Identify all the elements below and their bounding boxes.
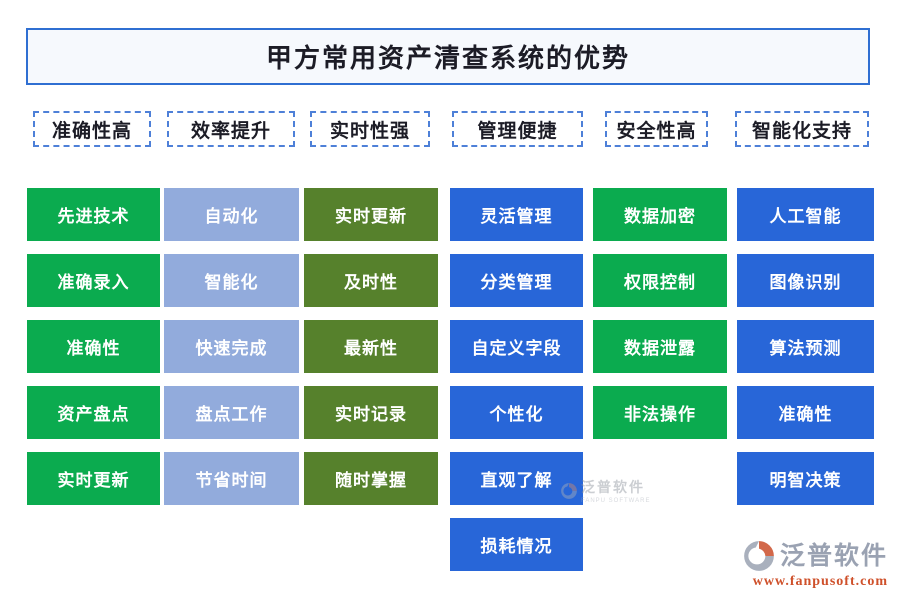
footer-brand-name: 泛普软件 <box>779 542 888 570</box>
category-header-accuracy: 准确性高 <box>33 111 151 147</box>
advantage-box: 及时性 <box>304 254 438 307</box>
watermark-brand-subtext: FANPU SOFTWARE <box>581 498 651 504</box>
advantage-box: 直观了解 <box>450 452 583 505</box>
advantage-box: 最新性 <box>304 320 438 373</box>
advantage-box: 随时掌握 <box>304 452 438 505</box>
advantage-box: 明智决策 <box>737 452 874 505</box>
column-realtime: 实时更新 及时性 最新性 实时记录 随时掌握 <box>304 188 438 505</box>
category-header-intelligence: 智能化支持 <box>735 111 869 147</box>
category-header-realtime: 实时性强 <box>310 111 430 147</box>
advantage-box: 快速完成 <box>164 320 299 373</box>
advantage-box: 算法预测 <box>737 320 874 373</box>
advantage-box: 实时更新 <box>27 452 160 505</box>
fanpu-logo-icon <box>742 539 776 573</box>
advantage-box: 实时记录 <box>304 386 438 439</box>
advantage-box: 盘点工作 <box>164 386 299 439</box>
advantage-box: 分类管理 <box>450 254 583 307</box>
advantage-box: 数据加密 <box>593 188 727 241</box>
page-title: 甲方常用资产清查系统的优势 <box>265 44 630 73</box>
category-header-security: 安全性高 <box>605 111 708 147</box>
watermark-brand-text: 泛普软件 <box>581 481 645 496</box>
footer-brand: 泛普软件 www.fanpusoft.com <box>742 539 888 590</box>
advantage-box: 权限控制 <box>593 254 727 307</box>
title-box: 甲方常用资产清查系统的优势 <box>26 28 870 85</box>
advantage-box: 个性化 <box>450 386 583 439</box>
advantage-box: 灵活管理 <box>450 188 583 241</box>
advantage-box: 数据泄露 <box>593 320 727 373</box>
advantage-box: 节省时间 <box>164 452 299 505</box>
column-security: 数据加密 权限控制 数据泄露 非法操作 <box>593 188 727 439</box>
category-header-management: 管理便捷 <box>452 111 583 147</box>
advantage-box: 实时更新 <box>304 188 438 241</box>
advantage-box: 损耗情况 <box>450 518 583 571</box>
advantage-box: 自动化 <box>164 188 299 241</box>
advantage-box: 人工智能 <box>737 188 874 241</box>
advantage-box: 图像识别 <box>737 254 874 307</box>
column-intelligence: 人工智能 图像识别 算法预测 准确性 明智决策 <box>737 188 874 505</box>
advantage-box: 准确性 <box>27 320 160 373</box>
advantage-box: 先进技术 <box>27 188 160 241</box>
footer-website-url: www.fanpusoft.com <box>752 574 888 589</box>
advantage-box: 非法操作 <box>593 386 727 439</box>
advantage-box: 资产盘点 <box>27 386 160 439</box>
advantage-box: 智能化 <box>164 254 299 307</box>
advantage-box: 自定义字段 <box>450 320 583 373</box>
column-accuracy: 先进技术 准确录入 准确性 资产盘点 实时更新 <box>27 188 160 505</box>
advantage-box: 准确性 <box>737 386 874 439</box>
column-management: 灵活管理 分类管理 自定义字段 个性化 直观了解 损耗情况 <box>450 188 583 571</box>
category-header-efficiency: 效率提升 <box>167 111 295 147</box>
advantage-box: 准确录入 <box>27 254 160 307</box>
column-efficiency: 自动化 智能化 快速完成 盘点工作 节省时间 <box>164 188 299 505</box>
